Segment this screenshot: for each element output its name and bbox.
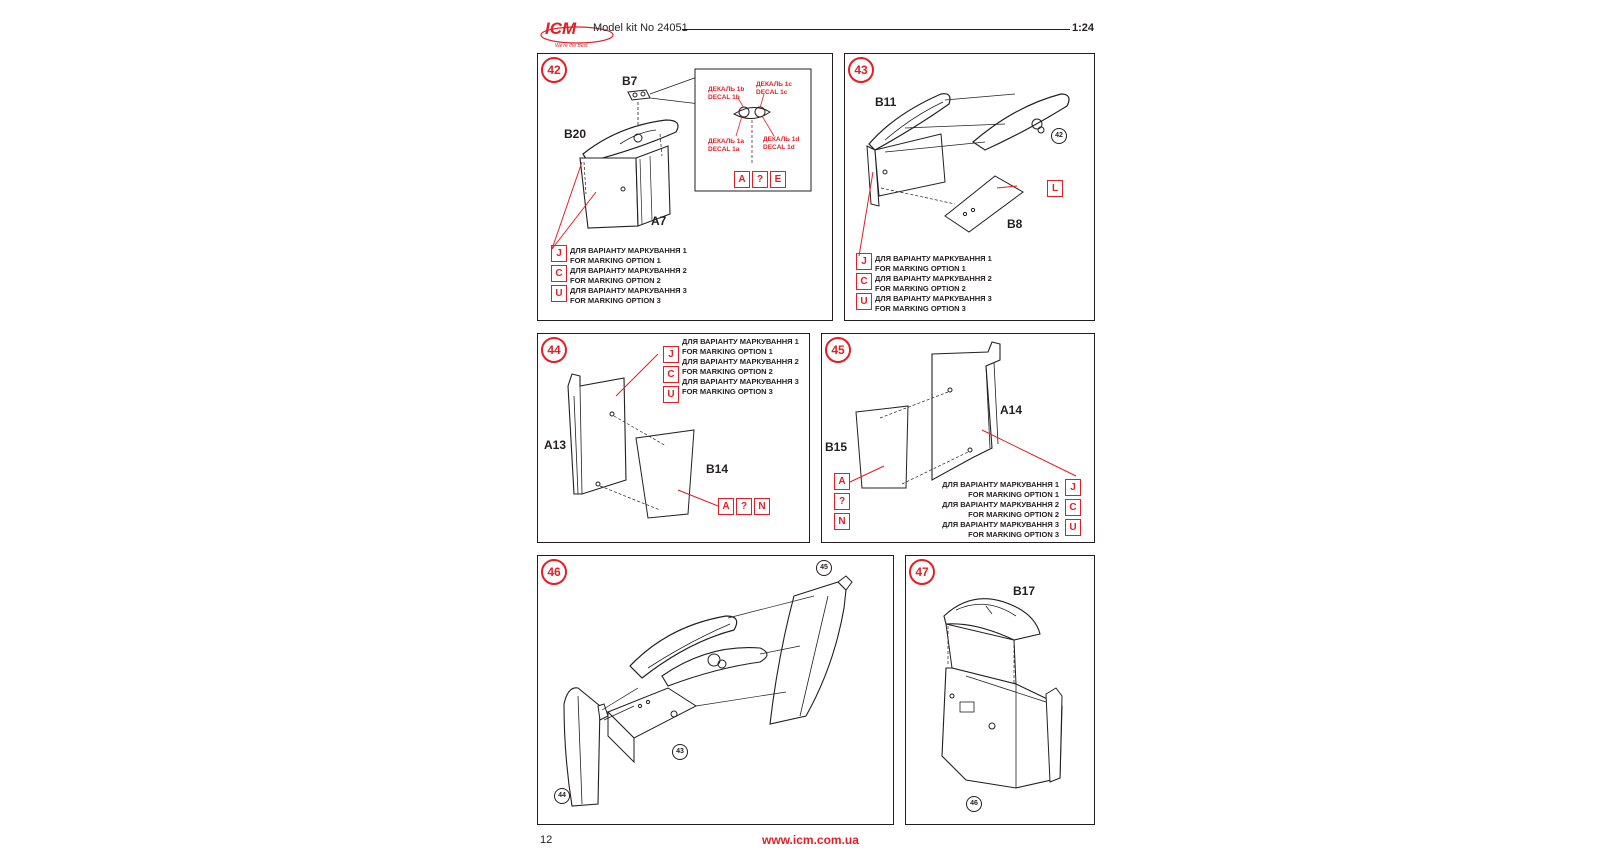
paint-box-q: ?: [834, 493, 850, 510]
step-45-drawing: [849, 341, 1077, 489]
paint-box-l: L: [1047, 180, 1063, 197]
mark-box-c: C: [1065, 499, 1081, 516]
paint-box-e: E: [770, 171, 786, 188]
label-b20: B20: [564, 127, 587, 141]
paint-box-n: N: [754, 498, 770, 515]
header: ICM We're the Best Model kit No 24051 1:…: [537, 18, 1095, 49]
label-b14: B14: [706, 462, 729, 476]
mark-box-u: U: [663, 386, 679, 403]
label-b8: B8: [1007, 217, 1023, 231]
mark-box-c: C: [551, 265, 567, 282]
step-47-drawing: [941, 598, 1063, 789]
mark-box-j: J: [1065, 479, 1081, 496]
scale: 1:24: [1072, 22, 1095, 34]
step-46-drawing: [563, 575, 853, 807]
ref-step-45: 45: [816, 560, 832, 576]
ref-step-42: 42: [1051, 128, 1067, 144]
label-a14: A14: [1000, 403, 1023, 417]
svg-text:ICM: ICM: [545, 19, 577, 38]
mark-box-c: C: [856, 273, 872, 290]
mark-box-j: J: [663, 346, 679, 363]
paint-box-a: A: [734, 171, 750, 188]
label-b11: B11: [875, 95, 897, 109]
paint-box-a: A: [834, 473, 850, 490]
step-46-number: 46: [541, 559, 567, 585]
label-a13: A13: [544, 438, 567, 452]
step-43-number: 43: [848, 57, 874, 83]
step-44-number: 44: [541, 337, 567, 363]
step-45-number: 45: [825, 337, 851, 363]
website-link[interactable]: www.icm.com.ua: [762, 833, 859, 847]
ref-step-46: 46: [966, 796, 982, 812]
paint-box-q: ?: [752, 171, 768, 188]
ref-step-43: 43: [672, 744, 688, 760]
mark-box-u: U: [551, 285, 567, 302]
icm-logo: ICM: [540, 19, 614, 44]
step-47-panel: 47 B17 46: [905, 555, 1095, 825]
step-47-number: 47: [909, 559, 935, 585]
ref-step-44: 44: [554, 788, 570, 804]
kit-number: Model kit No 24051: [593, 22, 688, 34]
step-46-panel: 46 45 43 44: [537, 555, 894, 825]
label-b15: B15: [825, 440, 848, 454]
step-44-panel: 44 A13 B14 J C U ДЛЯ ВАРІАНТУ МАРКУВАННЯ…: [537, 333, 810, 543]
step-42-number: 42: [541, 57, 567, 83]
header-rule: [682, 29, 1070, 30]
mark-box-u: U: [1065, 519, 1081, 536]
label-b7: B7: [622, 74, 638, 88]
mark-box-j: J: [856, 253, 872, 270]
step-44-drawing: [567, 353, 719, 519]
mark-box-j: J: [551, 245, 567, 262]
mark-box-c: C: [663, 366, 679, 383]
paint-box-n: N: [834, 513, 850, 530]
label-a7: A7: [651, 214, 667, 228]
page-number: 12: [540, 834, 553, 846]
label-b17: B17: [1013, 584, 1036, 598]
step-43-drawing: [858, 93, 1070, 257]
tagline: We're the Best: [555, 43, 588, 49]
mark-box-u: U: [856, 293, 872, 310]
paint-box-a: A: [718, 498, 734, 515]
paint-box-q: ?: [736, 498, 752, 515]
step-45-panel: 45 A14 B15 A ? N ДЛЯ ВАРІАНТУ МАРКУВАННЯ…: [821, 333, 1095, 543]
step-43-panel: 43 B11 B8 42 L J C U ДЛЯ ВАРІАНТУ МАРКУВ…: [844, 53, 1095, 321]
step-42-drawing: [551, 68, 812, 250]
